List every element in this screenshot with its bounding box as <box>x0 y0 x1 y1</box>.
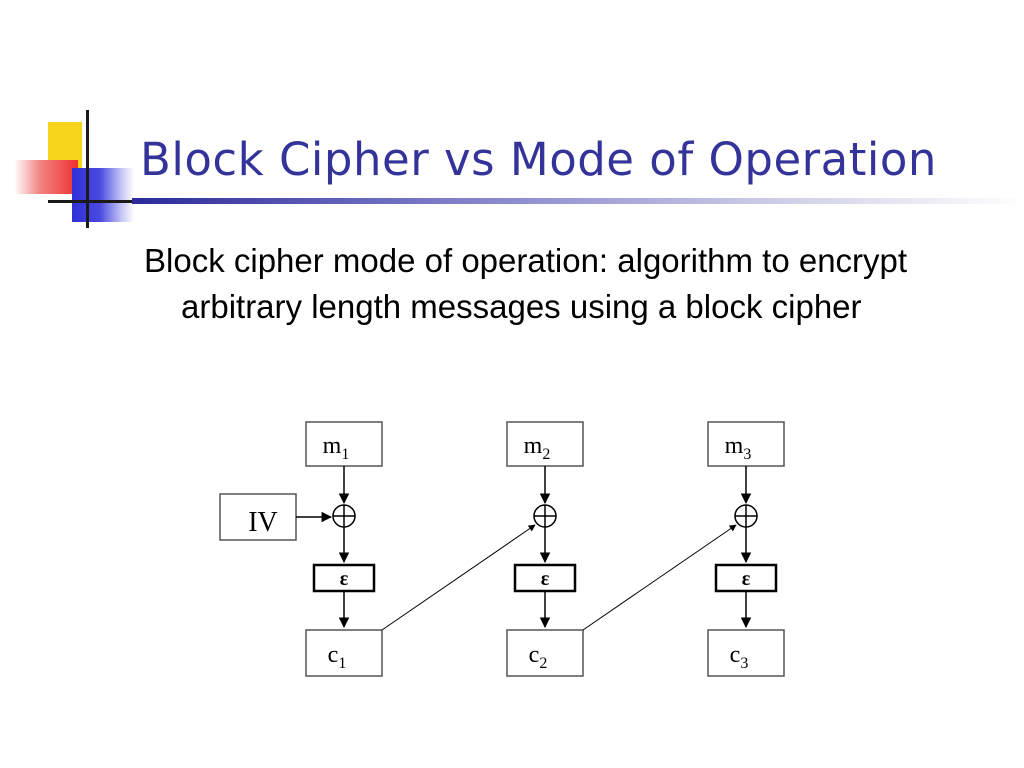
xor-icon-2 <box>533 504 557 528</box>
cipher-block-2: c2 <box>506 629 584 677</box>
iv-block: IV <box>219 493 297 541</box>
svg-text:m2: m2 <box>524 433 551 463</box>
chain-arrow-c2-to-xor3 <box>582 524 737 631</box>
encrypt-block-3: ε <box>714 563 778 593</box>
title-underline <box>132 198 1024 204</box>
svg-text:m1: m1 <box>323 433 350 463</box>
message-block-2: m2 <box>506 421 584 467</box>
xor-icon-3 <box>734 504 758 528</box>
svg-text:c3: c3 <box>730 642 749 672</box>
svg-text:ε: ε <box>340 568 349 590</box>
body-text: Block cipher mode of operation: algorith… <box>144 242 908 325</box>
message-block-3: m3 <box>707 421 785 467</box>
chain-arrow-c1-to-xor2 <box>381 524 536 631</box>
encrypt-block-1: ε <box>312 563 376 593</box>
message-block-1: m1 <box>305 421 383 467</box>
cipher-block-1: c1 <box>305 629 383 677</box>
decor-horizontal-line <box>48 200 144 203</box>
svg-text:ε: ε <box>541 568 550 590</box>
cipher-block-3: c3 <box>707 629 785 677</box>
decor-blue-square <box>72 168 134 222</box>
encrypt-block-2: ε <box>513 563 577 593</box>
svg-text:m3: m3 <box>725 433 752 463</box>
decor-red-bar <box>14 160 78 194</box>
xor-icon-1 <box>332 504 356 528</box>
decor-vertical-line <box>86 110 89 228</box>
svg-text:ε: ε <box>742 568 751 590</box>
svg-text:c1: c1 <box>328 642 347 672</box>
slide-title: Block Cipher vs Mode of Operation <box>140 133 937 186</box>
svg-text:IV: IV <box>248 507 278 538</box>
svg-text:c2: c2 <box>529 642 548 672</box>
